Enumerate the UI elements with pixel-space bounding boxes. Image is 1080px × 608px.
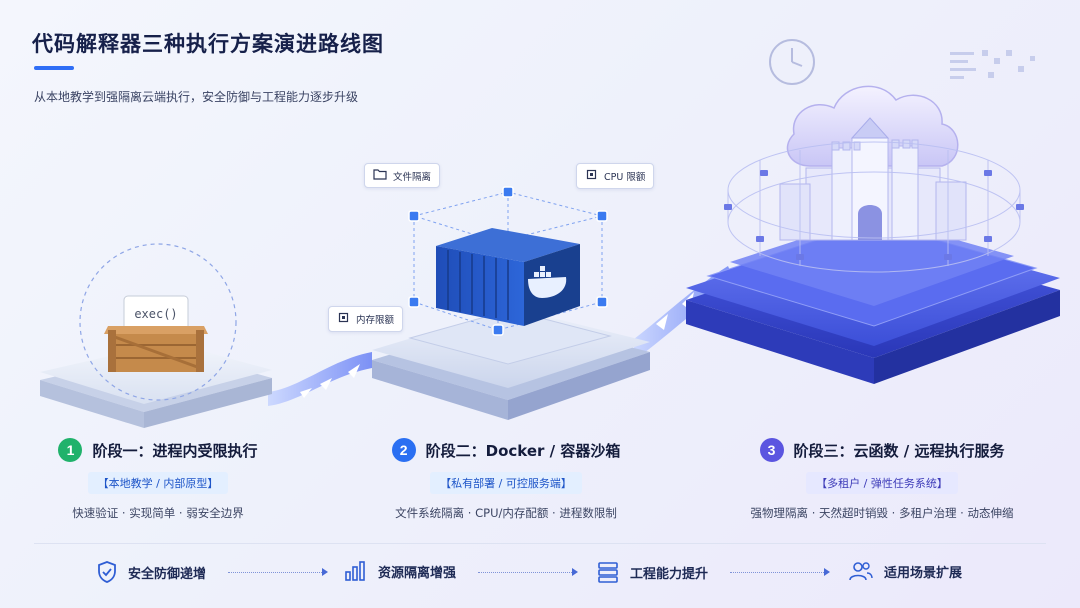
exec-label: exec() <box>134 307 177 321</box>
flow-ribbon-1 <box>268 352 372 406</box>
bottom-item-isolation: 资源隔离增强 <box>344 560 456 582</box>
progress-arrow <box>228 572 322 573</box>
stage-description: 强物理隔离 · 天然超时销毁 · 多租户治理 · 动态伸缩 <box>750 506 1014 520</box>
bottom-item-scenarios: 适用场景扩展 <box>846 560 962 582</box>
stage-description: 文件系统隔离 · CPU/内存配额 · 进程数限制 <box>395 506 617 520</box>
page-title: 代码解释器三种执行方案演进路线图 <box>32 32 384 56</box>
divider <box>34 543 1046 544</box>
stage-1: 1 阶段一：进程内受限执行 【本地教学 / 内部原型】 快速验证 · 实现简单 … <box>0 438 328 521</box>
users-icon <box>846 560 874 582</box>
stage-title: 阶段三：云函数 / 远程执行服务 <box>793 441 1005 460</box>
castle-icon <box>779 117 967 241</box>
progress-arrow <box>478 572 572 573</box>
page-subtitle: 从本地教学到强隔离云端执行，安全防御与工程能力逐步升级 <box>34 90 359 104</box>
stage-3: 3 阶段三：云函数 / 远程执行服务 【多租户 / 弹性任务系统】 强物理隔离 … <box>712 438 1052 521</box>
title-underline <box>34 66 74 70</box>
stage-tag: 【私有部署 / 可控服务端】 <box>430 472 582 494</box>
progress-arrow <box>730 572 824 573</box>
arrow-head <box>572 568 578 576</box>
callout-memory-quota: 内存限额 <box>328 306 404 332</box>
memory-chip-icon <box>337 311 350 327</box>
platform-stage-1 <box>40 243 272 428</box>
stage-number-badge: 1 <box>58 438 83 462</box>
stage-number-badge: 3 <box>759 438 784 462</box>
stage-2: 2 阶段二：Docker / 容器沙箱 【私有部署 / 可控服务端】 文件系统隔… <box>336 438 676 521</box>
callout-cpu-quota: CPU 限额 <box>576 163 655 189</box>
arrow-head <box>824 568 830 576</box>
stage-tag: 【本地教学 / 内部原型】 <box>87 472 229 494</box>
stage-description: 快速验证 · 实现简单 · 弱安全边界 <box>72 506 244 520</box>
whale-icon <box>528 266 567 298</box>
bottom-item-security: 安全防御递增 <box>96 560 206 584</box>
platform-stage-2 <box>372 308 650 420</box>
glass-nodes <box>408 186 608 336</box>
callout-file-isolation: 文件隔离 <box>364 163 441 188</box>
lock-icons <box>724 170 1024 260</box>
docker-container <box>436 228 580 326</box>
bottom-item-engineering: 工程能力提升 <box>596 560 708 584</box>
stage-title: 阶段一：进程内受限执行 <box>92 441 258 460</box>
shield-icon <box>96 560 118 584</box>
server-icon <box>596 560 620 584</box>
chip-icon <box>585 168 598 184</box>
clock-icon <box>769 39 815 85</box>
bar-chart-icon <box>344 560 368 582</box>
stage-title: 阶段二：Docker / 容器沙箱 <box>425 441 621 460</box>
pixel-decoration <box>950 50 1035 79</box>
folder-icon <box>373 168 387 183</box>
stage-tag: 【多租户 / 弹性任务系统】 <box>806 472 958 494</box>
stage-number-badge: 2 <box>391 438 416 462</box>
arrow-head <box>322 568 328 576</box>
wooden-box: exec() <box>104 295 208 372</box>
platform-stage-3 <box>686 216 1060 384</box>
